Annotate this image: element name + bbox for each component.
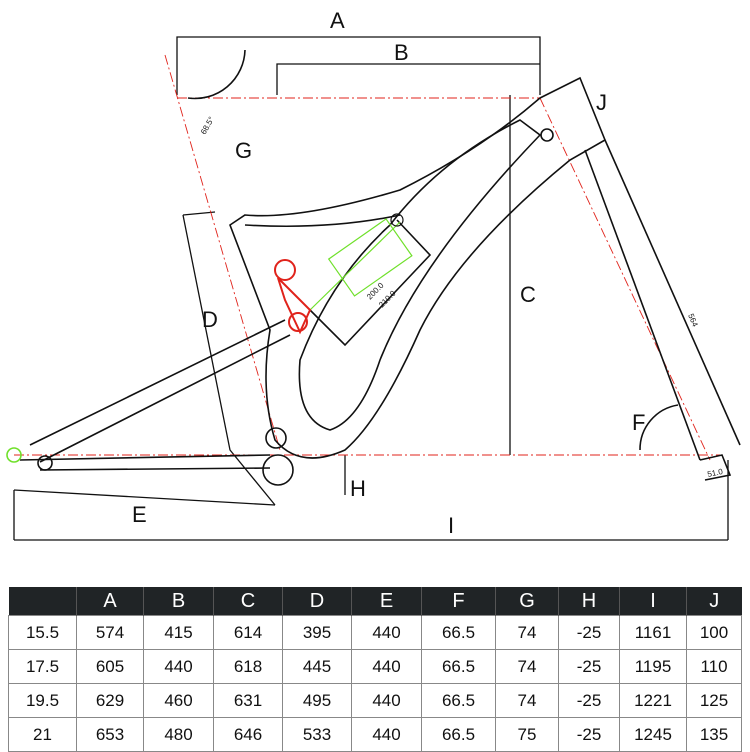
centerlines bbox=[14, 54, 720, 461]
value-cell: 415 bbox=[143, 615, 214, 650]
shock-absorber bbox=[309, 213, 413, 311]
value-cell: 460 bbox=[143, 683, 214, 718]
value-cell: 618 bbox=[213, 649, 283, 684]
dimension-lines bbox=[13, 36, 729, 541]
value-cell: 110 bbox=[686, 649, 742, 684]
value-cell: 75 bbox=[495, 717, 559, 752]
value-cell: 440 bbox=[351, 717, 422, 752]
label-e: E bbox=[132, 502, 147, 527]
label-i: I bbox=[448, 513, 454, 538]
column-header: D bbox=[282, 587, 352, 616]
column-header: A bbox=[76, 587, 144, 616]
value-cell: 495 bbox=[282, 683, 352, 718]
value-cell: 66.5 bbox=[421, 615, 496, 650]
value-cell: 574 bbox=[76, 615, 144, 650]
label-a: A bbox=[330, 8, 345, 33]
column-header: F bbox=[421, 587, 496, 616]
frame-geometry-diagram: A B C D E F G H I J 68.5° 200.0 210.0 56… bbox=[6, 8, 741, 541]
label-b: B bbox=[394, 40, 409, 65]
size-cell: 21 bbox=[8, 717, 77, 752]
head-angle-annotation: 68.5° bbox=[199, 115, 216, 136]
label-g: G bbox=[235, 138, 252, 163]
value-cell: 440 bbox=[143, 649, 214, 684]
value-cell: 66.5 bbox=[421, 649, 496, 684]
value-cell: 605 bbox=[76, 649, 144, 684]
column-header: E bbox=[351, 587, 422, 616]
value-cell: 74 bbox=[495, 615, 559, 650]
value-cell: -25 bbox=[558, 649, 620, 684]
value-cell: 100 bbox=[686, 615, 742, 650]
value-cell: 629 bbox=[76, 683, 144, 718]
value-cell: 480 bbox=[143, 717, 214, 752]
size-cell: 19.5 bbox=[8, 683, 77, 718]
value-cell: 533 bbox=[282, 717, 352, 752]
value-cell: 125 bbox=[686, 683, 742, 718]
value-cell: -25 bbox=[558, 615, 620, 650]
value-cell: 440 bbox=[351, 615, 422, 650]
value-cell: 1195 bbox=[619, 649, 687, 684]
size-cell: 15.5 bbox=[8, 615, 77, 650]
column-header: I bbox=[619, 587, 687, 616]
label-d: D bbox=[202, 307, 218, 332]
column-header: H bbox=[558, 587, 620, 616]
value-cell: 1161 bbox=[619, 615, 687, 650]
value-cell: 66.5 bbox=[421, 683, 496, 718]
value-cell: -25 bbox=[558, 717, 620, 752]
column-header: J bbox=[686, 587, 742, 616]
value-cell: 74 bbox=[495, 649, 559, 684]
label-j: J bbox=[596, 90, 607, 115]
value-cell: 440 bbox=[351, 683, 422, 718]
column-header bbox=[8, 587, 77, 616]
label-h: H bbox=[350, 476, 366, 501]
value-cell: 646 bbox=[213, 717, 283, 752]
value-cell: 1245 bbox=[619, 717, 687, 752]
label-c: C bbox=[520, 282, 536, 307]
value-cell: -25 bbox=[558, 683, 620, 718]
value-cell: 653 bbox=[76, 717, 144, 752]
value-cell: 395 bbox=[282, 615, 352, 650]
label-f: F bbox=[632, 410, 645, 435]
column-header: G bbox=[495, 587, 559, 616]
rocker-link bbox=[274, 259, 312, 335]
value-cell: 631 bbox=[213, 683, 283, 718]
frame-outline bbox=[6, 49, 741, 486]
value-cell: 445 bbox=[282, 649, 352, 684]
column-header: C bbox=[213, 587, 283, 616]
column-header: B bbox=[143, 587, 214, 616]
value-cell: 1221 bbox=[619, 683, 687, 718]
value-cell: 440 bbox=[351, 649, 422, 684]
size-cell: 17.5 bbox=[8, 649, 77, 684]
value-cell: 74 bbox=[495, 683, 559, 718]
value-cell: 135 bbox=[686, 717, 742, 752]
fork-offset: 51.0 bbox=[707, 467, 725, 479]
value-cell: 66.5 bbox=[421, 717, 496, 752]
value-cell: 614 bbox=[213, 615, 283, 650]
